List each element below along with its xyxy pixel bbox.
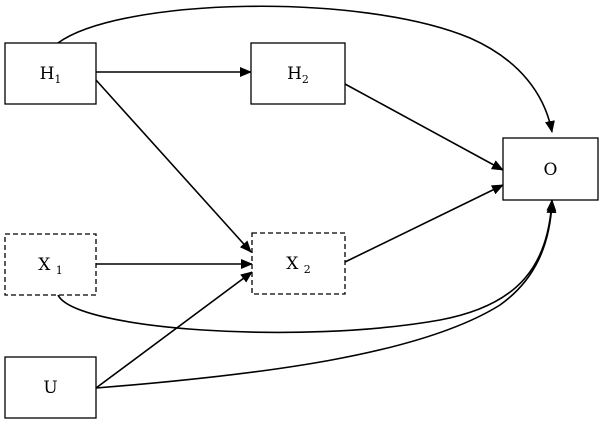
- edge-h1-o: [57, 5, 555, 133]
- node-u-box: [4, 356, 97, 419]
- edge-u-x2: [95, 271, 253, 389]
- node-x2-label: X 2: [286, 254, 311, 276]
- node-h1-label: H1: [40, 64, 62, 86]
- node-x1-label: X 1: [38, 255, 63, 277]
- node-h1: H1: [4, 42, 97, 105]
- node-x2-box: [251, 232, 346, 295]
- node-u: U: [4, 356, 97, 419]
- node-o-label: O: [544, 160, 558, 180]
- node-x1-box: [4, 233, 97, 296]
- node-x1: X 1: [4, 233, 97, 296]
- edges: [57, 5, 557, 389]
- edge-h1-x2: [95, 79, 252, 253]
- edge-x1-o: [57, 199, 557, 334]
- node-o: O: [502, 137, 599, 201]
- edge-h2-o: [344, 83, 504, 171]
- node-h1-box: [4, 42, 97, 105]
- node-h2-label: H2: [287, 64, 309, 86]
- node-h2-box: [250, 42, 346, 105]
- node-h2: H2: [250, 42, 346, 105]
- edge-u-o: [95, 201, 557, 389]
- node-o-box: [502, 137, 599, 201]
- edge-x2-o: [344, 184, 504, 263]
- node-x2: X 2: [251, 232, 346, 295]
- node-u-label: U: [43, 378, 57, 398]
